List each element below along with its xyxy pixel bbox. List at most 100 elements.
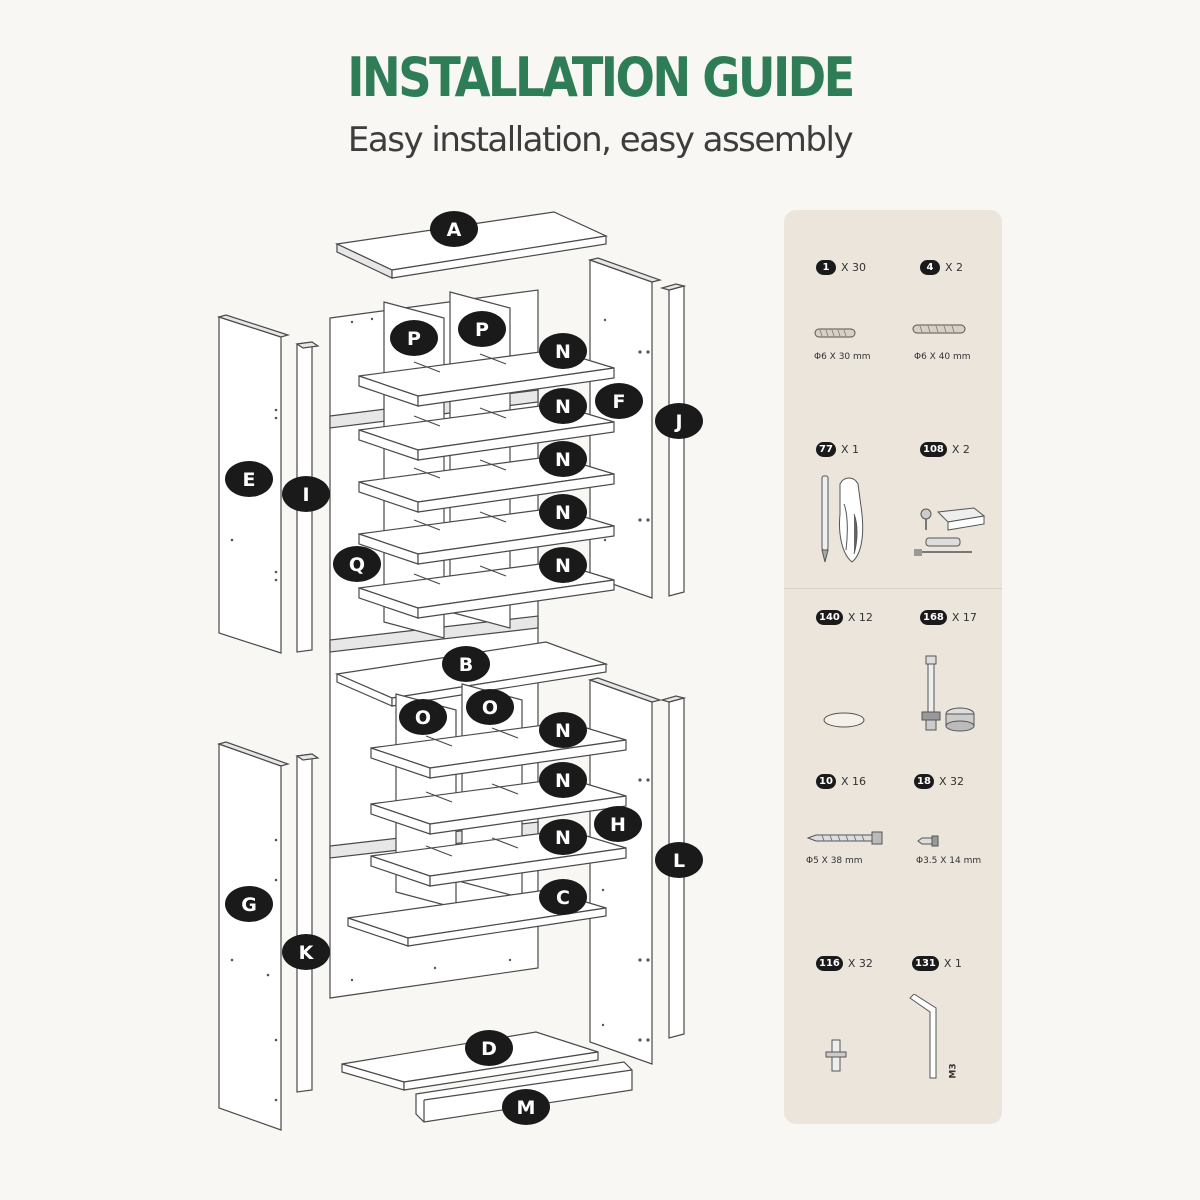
part-label-n-4: N <box>539 494 587 530</box>
svg-text:A: A <box>447 219 462 241</box>
hardware-item-108: 108 X 2 <box>920 442 970 457</box>
allen-key-icon <box>909 994 937 1079</box>
svg-text:H: H <box>610 814 626 836</box>
part-label-j: J <box>655 403 703 439</box>
hardware-item-168: 168 X 17 <box>920 610 977 625</box>
screwdriver-icon <box>821 475 864 563</box>
hardware-id-badge: 168 <box>920 610 947 625</box>
svg-text:I: I <box>302 484 309 506</box>
svg-text:C: C <box>556 887 570 909</box>
svg-text:N: N <box>555 449 571 471</box>
svg-text:B: B <box>459 654 473 676</box>
hardware-qty: X 32 <box>939 775 965 788</box>
svg-text:D: D <box>481 1038 497 1060</box>
wood-dowel-icon <box>814 328 856 338</box>
part-label-d: D <box>465 1030 513 1066</box>
part-label-e: E <box>225 461 273 497</box>
hardware-item-77: 77 X 1 <box>816 442 859 457</box>
left-side-panel-g <box>217 741 290 1131</box>
hardware-item-140: 140 X 12 <box>816 610 873 625</box>
svg-text:P: P <box>475 319 489 341</box>
right-side-panel-h <box>587 677 663 1065</box>
svg-text:N: N <box>555 720 571 742</box>
svg-text:L: L <box>673 850 685 872</box>
long-screw-icon <box>806 831 883 845</box>
right-upper-strip-j <box>659 283 687 597</box>
shelf-pin-icon <box>825 1039 847 1072</box>
part-label-o-2: O <box>466 689 514 725</box>
short-screw-icon <box>917 835 939 847</box>
left-lower-strip-k <box>295 753 320 1093</box>
cam-lock-icon <box>921 655 975 732</box>
part-label-n-5: N <box>539 547 587 583</box>
hardware-qty: X 16 <box>841 775 867 788</box>
panel-divider <box>784 588 1002 589</box>
svg-text:G: G <box>241 894 257 916</box>
hardware-item-4: 4 X 2 <box>920 260 963 275</box>
hardware-qty: X 30 <box>841 261 867 274</box>
svg-text:M: M <box>517 1097 536 1119</box>
hardware-id-badge: 1 <box>816 260 836 275</box>
hardware-item-18: 18 X 32 <box>914 774 964 789</box>
hardware-id-badge: 18 <box>914 774 934 789</box>
right-side-panel-f <box>587 257 663 599</box>
hardware-qty: X 1 <box>943 957 962 970</box>
part-label-l: L <box>655 842 703 878</box>
hardware-id-badge: 4 <box>920 260 940 275</box>
hardware-qty: X 12 <box>847 611 873 624</box>
part-label-n-8: N <box>539 819 587 855</box>
svg-text:J: J <box>673 411 682 433</box>
part-label-c: C <box>539 879 587 915</box>
hardware-dimension: Φ6 X 30 mm <box>814 352 871 362</box>
hardware-qty: X 17 <box>951 611 977 624</box>
svg-text:K: K <box>299 942 315 964</box>
hardware-id-badge: 10 <box>816 774 836 789</box>
hardware-qty: X 2 <box>945 261 964 274</box>
hardware-qty: X 2 <box>951 443 970 456</box>
part-label-i: I <box>282 476 330 512</box>
svg-text:N: N <box>555 341 571 363</box>
hardware-id-badge: 131 <box>912 956 939 971</box>
hardware-qty: X 1 <box>841 443 860 456</box>
part-label-p-2: P <box>458 311 506 347</box>
hardware-id-badge: 108 <box>920 442 947 457</box>
hardware-item-1: 1 X 30 <box>816 260 866 275</box>
lower-shelves-n <box>370 721 627 887</box>
part-label-n-3: N <box>539 441 587 477</box>
svg-text:N: N <box>555 396 571 418</box>
anti-tip-kit-icon <box>914 507 986 556</box>
part-label-n-7: N <box>539 762 587 798</box>
svg-text:E: E <box>243 469 256 491</box>
hardware-dimension: Φ6 X 40 mm <box>914 352 971 362</box>
part-label-m: M <box>502 1089 550 1125</box>
part-label-a: A <box>430 211 478 247</box>
svg-text:N: N <box>555 770 571 792</box>
page-subtitle: Easy installation, easy assembly <box>347 120 854 160</box>
cover-cap-icon <box>823 712 865 728</box>
svg-text:P: P <box>407 328 421 350</box>
hardware-parts-panel: 1 X 30 Φ6 X 30 mm 4 X 2 Φ6 X 40 mm 77 X … <box>784 210 1002 1124</box>
svg-text:F: F <box>613 391 626 413</box>
part-label-k: K <box>282 934 330 970</box>
wood-dowel-long-icon <box>912 324 966 334</box>
hardware-qty: X 32 <box>847 957 873 970</box>
hardware-item-10: 10 X 16 <box>816 774 866 789</box>
hardware-dimension: Φ3.5 X 14 mm <box>916 856 982 866</box>
part-label-q: Q <box>333 546 381 582</box>
part-label-o-1: O <box>399 699 447 735</box>
part-label-p-1: P <box>390 320 438 356</box>
part-label-n-2: N <box>539 388 587 424</box>
allen-key-size-marking: M3 <box>948 1063 959 1079</box>
svg-text:N: N <box>555 555 571 577</box>
svg-text:O: O <box>482 697 498 719</box>
part-label-h: H <box>594 806 642 842</box>
hardware-item-131: 131 X 1 <box>912 956 962 971</box>
part-label-f: F <box>595 383 643 419</box>
svg-text:N: N <box>555 502 571 524</box>
part-label-g: G <box>225 886 273 922</box>
hardware-dimension: Φ5 X 38 mm <box>806 856 863 866</box>
part-label-n-6: N <box>539 712 587 748</box>
svg-text:N: N <box>555 827 571 849</box>
part-label-n-1: N <box>539 333 587 369</box>
